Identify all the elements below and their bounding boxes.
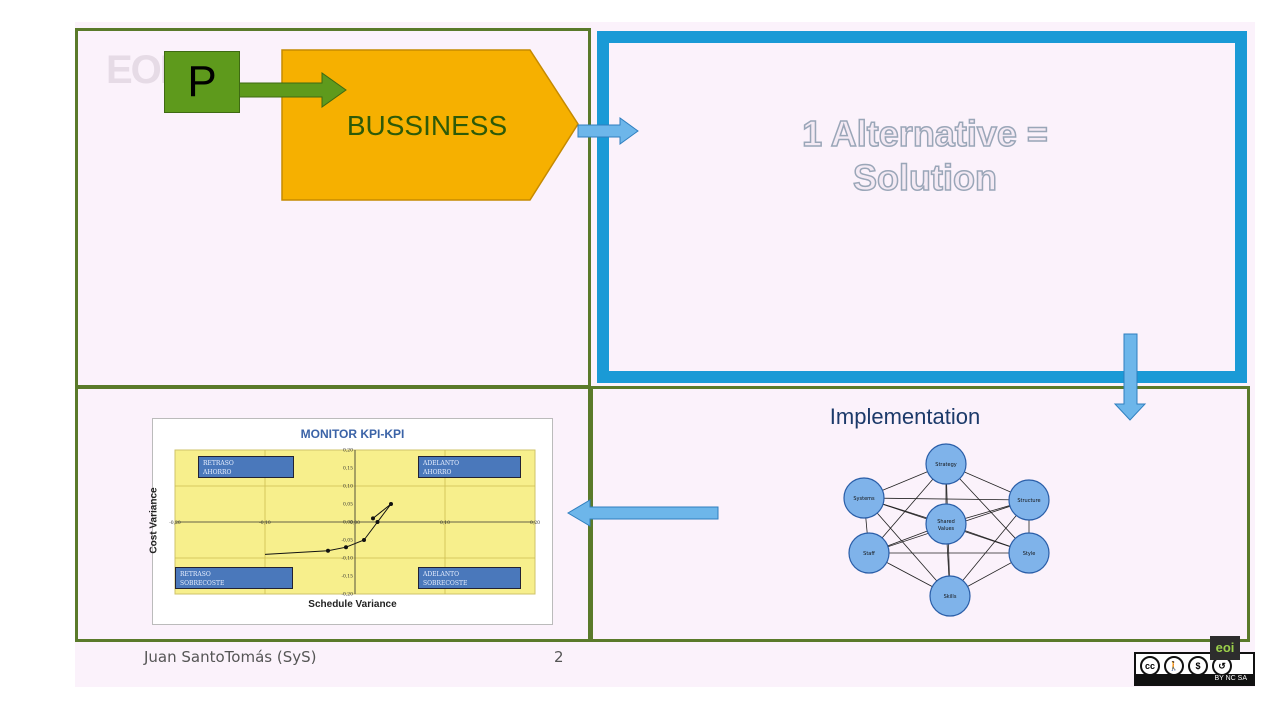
chart-title: MONITOR KPI-KPI — [300, 427, 405, 441]
x-tick-label: 0,20 — [530, 520, 540, 526]
diagram-node — [1008, 479, 1050, 521]
diagram-edge — [863, 497, 951, 597]
monitor-chart: MONITOR KPI-KPI -0,20 -0,10 0,00 0,10 0,20 0,… — [148, 418, 553, 625]
footer-author: Juan SantoTomás (SyS) — [144, 648, 317, 666]
quadrant-label-top-left: RETRASO AHORRO — [198, 456, 294, 478]
diagram-node — [929, 575, 971, 617]
diagram-node-label: Strategy — [935, 462, 956, 468]
diagram-node-label: Systems — [853, 496, 875, 502]
arrow-left-icon — [567, 499, 719, 527]
quadrant-label-text: ADELANTO — [423, 460, 460, 467]
quadrant-label-bottom-right: ADELANTO SOBRECOSTE — [418, 567, 521, 589]
business-label: BUSSINESS — [346, 110, 508, 141]
alternative-line-1: 1 Alternative = — [801, 112, 1048, 155]
business-pentagon — [281, 49, 579, 201]
arrow-down-icon — [1113, 333, 1147, 421]
y-tick-label: -0,10 — [341, 556, 353, 562]
quadrant-label-text: RETRASO — [203, 460, 234, 467]
diagram-node — [843, 477, 885, 519]
quadrant-label-text: AHORRO — [423, 469, 452, 476]
quadrant-alternative-highlighted — [597, 31, 1247, 383]
implementation-title: Implementation — [829, 404, 981, 429]
quadrant-label-text: AHORRO — [203, 469, 232, 476]
y-tick-label: 0,00 — [343, 520, 353, 526]
quadrant-label-text: ADELANTO — [423, 571, 460, 578]
y-tick-label: -0,05 — [341, 538, 353, 544]
alternative-line-2: Solution — [852, 156, 997, 199]
license-terms: BY NC SA — [1136, 674, 1253, 684]
diagram-node-label: Staff — [863, 551, 875, 557]
diagram-node-label: Style — [1023, 551, 1036, 557]
diagram-edge — [863, 497, 1030, 501]
diagram-node — [848, 532, 890, 574]
data-point — [362, 538, 366, 542]
y-tick-label: 0,20 — [343, 448, 353, 454]
eoi-logo: EOI — [106, 48, 171, 92]
cc-icon: cc — [1140, 656, 1160, 676]
arrow-right-icon — [577, 117, 639, 145]
data-point — [389, 502, 393, 506]
quadrant-label-text: SOBRECOSTE — [180, 580, 225, 587]
y-tick-label: 0,10 — [343, 484, 353, 490]
chart-y-label: Cost Variance — [148, 487, 160, 554]
y-tick-label: -0,15 — [341, 574, 353, 580]
quadrant-label-text: RETRASO — [180, 571, 211, 578]
green-arrow-icon — [237, 72, 347, 108]
p-box: P — [164, 51, 240, 113]
data-point — [326, 548, 330, 553]
nc-icon: $ — [1188, 656, 1208, 676]
diagram-center-label: Values — [938, 526, 955, 532]
y-tick-label: -0,20 — [341, 592, 353, 598]
diagram-node-label: Structure — [1017, 498, 1040, 504]
x-tick-label: 0,00 — [350, 520, 360, 526]
diagram-center-label: Shared — [937, 519, 955, 525]
page-number: 2 — [554, 648, 564, 666]
quadrant-label-top-right: ADELANTO AHORRO — [418, 456, 521, 478]
data-point — [371, 516, 375, 521]
diagram-edge — [949, 499, 1030, 597]
chart-x-label: Schedule Variance — [308, 599, 397, 610]
quadrant-label-text: SOBRECOSTE — [423, 580, 468, 587]
chart-plot: -0,20 -0,10 0,00 0,10 0,20 0,20 0,15 0,10 0,05 0,… — [169, 448, 540, 598]
diagram-node-label: Skills — [944, 594, 957, 600]
alternative-title: 1 Alternative = Solution — [700, 112, 1150, 200]
x-tick-label: -0,10 — [259, 520, 271, 526]
y-tick-label: 0,15 — [343, 466, 353, 472]
eoi-mini-logo: eoi — [1210, 636, 1240, 660]
diagram-node — [1008, 532, 1050, 574]
by-icon: 🚶 — [1164, 656, 1184, 676]
data-point — [375, 520, 380, 524]
data-point — [344, 545, 348, 550]
x-tick-label: 0,10 — [440, 520, 450, 526]
diagram-node — [925, 503, 967, 545]
y-tick-label: 0,05 — [343, 502, 353, 508]
x-tick-label: -0,20 — [169, 520, 181, 526]
diagram-node — [925, 443, 967, 485]
quadrant-label-bottom-left: RETRASO SOBRECOSTE — [175, 567, 293, 589]
